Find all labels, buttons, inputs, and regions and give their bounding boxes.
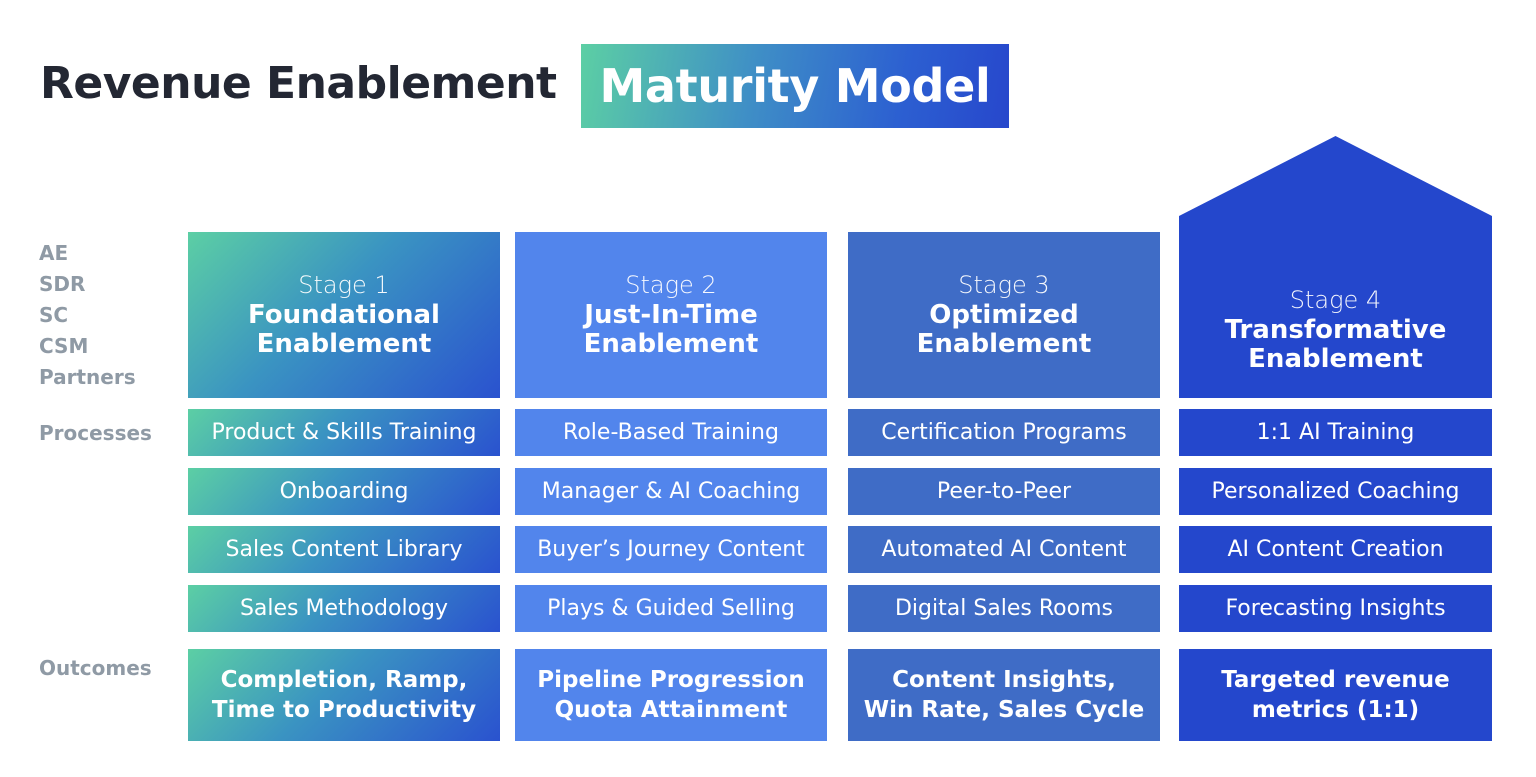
stage1-name-line1: Foundational xyxy=(248,300,440,330)
role-list: AE SDR SC CSM Partners xyxy=(39,238,136,393)
stage4-process: Forecasting Insights xyxy=(1179,585,1492,632)
outcomes-label: Outcomes xyxy=(39,656,152,680)
stage3-name-line2: Enablement xyxy=(916,329,1092,359)
stage4-number: Stage 4 xyxy=(1289,286,1382,314)
stage1-outcome-line1: Completion, Ramp, xyxy=(220,667,468,693)
stage3-process: Certification Programs xyxy=(848,409,1160,456)
title-badge: Maturity Model xyxy=(581,44,1009,128)
page-title: Revenue Enablement xyxy=(40,58,557,109)
stage3-outcome-line2: Win Rate, Sales Cycle xyxy=(863,697,1145,723)
stage4-roof-shape xyxy=(1179,136,1492,256)
stage3-number: Stage 3 xyxy=(958,271,1050,299)
stage1-outcome: Completion, Ramp, Time to Productivity xyxy=(188,649,500,741)
stage2-process: Manager & AI Coaching xyxy=(515,468,827,515)
stage3-process: Peer-to-Peer xyxy=(848,468,1160,515)
stage4-header: Stage 4 Transformative Enablement xyxy=(1179,232,1492,398)
stage1-process: Sales Content Library xyxy=(188,526,500,573)
stage2-number: Stage 2 xyxy=(625,271,717,299)
role-label: SC xyxy=(39,303,69,327)
stage4-process: Personalized Coaching xyxy=(1179,468,1492,515)
stage2-process: Buyer’s Journey Content xyxy=(515,526,827,573)
stage2-outcome-line2: Quota Attainment xyxy=(554,697,788,723)
stage3-outcome: Content Insights, Win Rate, Sales Cycle xyxy=(848,649,1160,741)
stage4-name-line2: Enablement xyxy=(1248,344,1423,374)
stage3-process: Digital Sales Rooms xyxy=(848,585,1160,632)
stage4-name-line1: Transformative xyxy=(1224,315,1447,345)
role-label: CSM xyxy=(39,334,89,358)
stage2-name-line2: Enablement xyxy=(583,329,759,359)
stage4-outcome-line1: Targeted revenue xyxy=(1221,667,1450,693)
stage3-process: Automated AI Content xyxy=(848,526,1160,573)
stage4-process: 1:1 AI Training xyxy=(1179,409,1492,456)
stage1-process: Product & Skills Training xyxy=(188,409,500,456)
stage4-outcome-line2: metrics (1:1) xyxy=(1251,697,1420,723)
stage3-header: Stage 3 Optimized Enablement xyxy=(848,232,1160,398)
stage4-outcome: Targeted revenue metrics (1:1) xyxy=(1179,649,1492,741)
role-label: SDR xyxy=(39,272,86,296)
processes-label: Processes xyxy=(39,421,152,445)
stage2-process: Plays & Guided Selling xyxy=(515,585,827,632)
stage2-outcome-line1: Pipeline Progression xyxy=(537,667,805,693)
stage1-process: Onboarding xyxy=(188,468,500,515)
stage3-outcome-line1: Content Insights, xyxy=(892,667,1116,693)
stage2-process: Role-Based Training xyxy=(515,409,827,456)
stage2-header: Stage 2 Just-In-Time Enablement xyxy=(515,232,827,398)
role-label: AE xyxy=(39,241,69,265)
stage2-outcome: Pipeline Progression Quota Attainment xyxy=(515,649,827,741)
stage4-process: AI Content Creation xyxy=(1179,526,1492,573)
stage3-name-line1: Optimized xyxy=(929,300,1079,330)
role-label: Partners xyxy=(39,365,136,389)
stage1-name-line2: Enablement xyxy=(256,329,432,359)
stage1-header: Stage 1 Foundational Enablement xyxy=(188,232,500,398)
stage2-name-line1: Just-In-Time xyxy=(584,300,758,330)
stage1-process: Sales Methodology xyxy=(188,585,500,632)
stage1-outcome-line2: Time to Productivity xyxy=(211,697,477,723)
stage1-number: Stage 1 xyxy=(298,271,390,299)
